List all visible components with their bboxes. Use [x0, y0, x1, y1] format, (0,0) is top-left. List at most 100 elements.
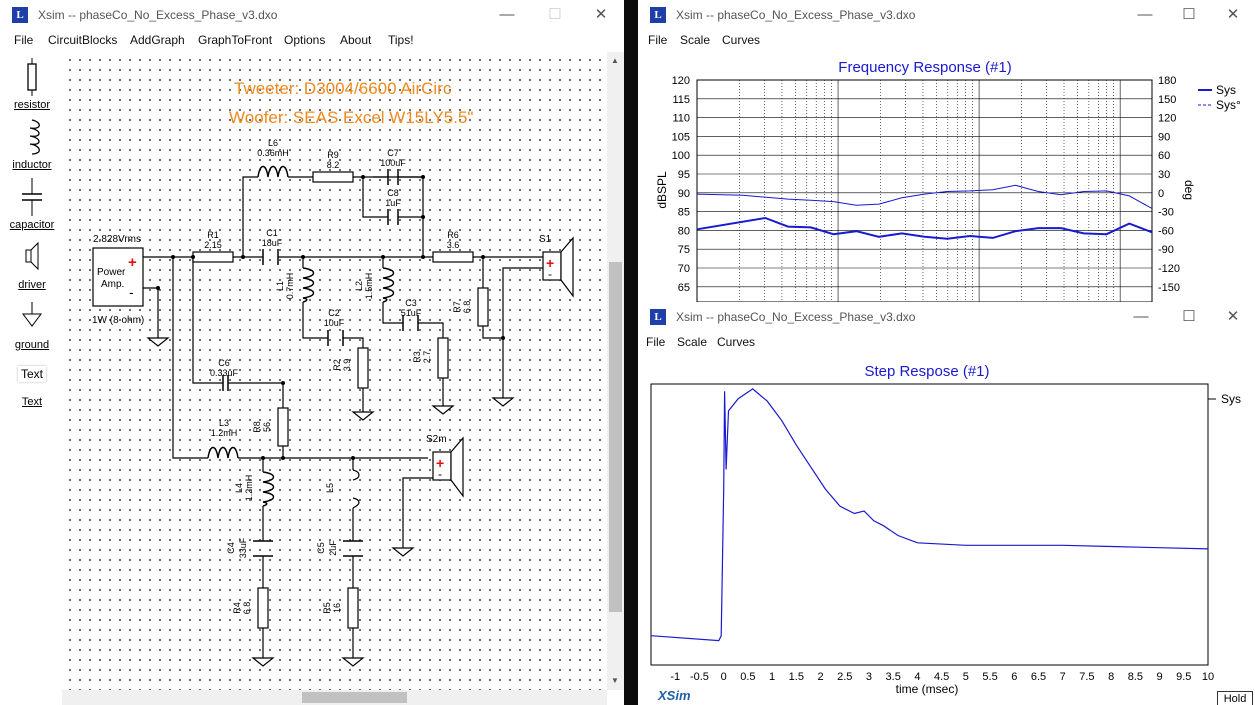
vertical-scrollbar[interactable]: ▲ ▼ [607, 52, 624, 690]
R8-name: R8 [252, 421, 262, 433]
freq-ytick-right: -150 [1158, 282, 1180, 294]
tool-text[interactable]: Text [0, 396, 64, 408]
R9-name: R9 [327, 150, 339, 160]
R7-value: 6.8 [462, 301, 472, 314]
C8-value: 1uF [385, 198, 401, 208]
hold-button[interactable]: Hold [1217, 691, 1253, 705]
freq-ytick-left: 95 [678, 169, 690, 181]
minimize-button[interactable]: — [499, 6, 515, 23]
step-menu-scale[interactable]: Scale [677, 335, 708, 349]
schematic-canvas[interactable]: + - + - + - Tweeter: D3004/6600 AirCirc … [62, 52, 607, 692]
freq-ytick-left: 85 [678, 207, 690, 219]
menu-circuitblocks[interactable]: CircuitBlocks [48, 33, 118, 47]
freq-ytick-left: 100 [672, 150, 690, 162]
step-title-bar[interactable]: L Xsim -- phaseCo_No_Excess_Phase_v3.dxo… [638, 302, 1255, 332]
step-minimize-button[interactable]: — [1133, 308, 1149, 325]
R2-value: 3.9 [342, 359, 352, 372]
freq-ytick-right: -60 [1158, 225, 1174, 237]
step-plot-area [650, 383, 1209, 666]
s1-minus-sign: - [548, 267, 552, 281]
menu-graphtofront[interactable]: GraphToFront [198, 33, 273, 47]
tool-ground-label: ground [14, 339, 50, 351]
freq-ylabel-left: dBSPL [655, 171, 669, 209]
menu-about[interactable]: About [340, 33, 372, 47]
step-maximize-button[interactable]: ☐ [1182, 308, 1196, 325]
component-toolbox: resistor inductor capacitor driver groun… [0, 52, 63, 705]
schematic-title-tweeter: Tweeter: D3004/6600 AirCirc [234, 79, 452, 98]
freq-close-button[interactable]: ✕ [1226, 6, 1240, 23]
step-xtick-label: -0.5 [690, 671, 709, 683]
amp-minus-sign: - [129, 284, 134, 300]
tool-driver[interactable]: driver [0, 238, 64, 291]
step-response-window: L Xsim -- phaseCo_No_Excess_Phase_v3.dxo… [638, 302, 1255, 705]
maximize-button[interactable]: ☐ [548, 6, 562, 23]
C4-value: 33uF [238, 537, 248, 558]
C1-value: 18uF [262, 238, 283, 248]
speaker-icon [25, 241, 39, 271]
freq-ytick-right: 180 [1158, 75, 1176, 87]
amp-plus-sign: + [128, 254, 137, 271]
ground-icon [22, 302, 42, 327]
step-xtick-label: 4 [914, 671, 920, 683]
tool-ground[interactable]: ground [0, 298, 64, 351]
freq-ytick-left: 105 [672, 131, 690, 143]
tool-text-sample[interactable]: Text [0, 366, 64, 382]
R4-value: 6.8 [242, 602, 252, 615]
step-close-button[interactable]: ✕ [1226, 308, 1240, 325]
close-button[interactable]: ✕ [594, 6, 608, 23]
menu-addgraph[interactable]: AddGraph [130, 33, 185, 47]
L3-value: 1.2mH [211, 428, 238, 438]
step-menu-file[interactable]: File [646, 335, 666, 349]
L6-name: L6 [268, 138, 278, 148]
menu-tips[interactable]: Tips! [388, 33, 414, 47]
horizontal-scrollbar[interactable] [62, 690, 607, 705]
freq-minimize-button[interactable]: — [1137, 6, 1153, 23]
scroll-down-icon[interactable]: ▼ [611, 676, 619, 685]
freq-menu-scale[interactable]: Scale [680, 33, 711, 47]
step-xtick-label: 7.5 [1079, 671, 1094, 683]
freq-plot-area [696, 79, 1153, 302]
R3-value: 2.7 [422, 351, 432, 364]
freq-ytick-right: 60 [1158, 150, 1170, 162]
step-menu-curves[interactable]: Curves [717, 335, 756, 349]
s2-minus-sign: - [438, 467, 442, 481]
freq-title-bar[interactable]: L Xsim -- phaseCo_No_Excess_Phase_v3.dxo… [638, 0, 1255, 30]
freq-menu-file[interactable]: File [648, 33, 668, 47]
freq-ytick-right: 0 [1158, 188, 1164, 200]
freq-ytick-right: 150 [1158, 94, 1176, 106]
L2-name: L2 [354, 281, 364, 291]
title-bar[interactable]: L Xsim -- phaseCo_No_Excess_Phase_v3.dxo… [0, 0, 624, 30]
power-amp-block [92, 247, 144, 307]
freq-menu-curves[interactable]: Curves [722, 33, 761, 47]
step-legend-sys: Sys [1221, 392, 1241, 406]
freq-ytick-left: 115 [672, 94, 690, 106]
capacitor-icon [22, 178, 42, 216]
C2-value: 10uF [324, 318, 345, 328]
C8-name: C8 [387, 188, 399, 198]
R1-name: R1 [207, 230, 219, 240]
tool-resistor[interactable]: resistor [0, 58, 64, 111]
menu-file[interactable]: File [14, 33, 34, 47]
R3-name: R3 [412, 351, 422, 363]
horizontal-scroll-thumb[interactable] [302, 692, 407, 703]
C6-value: 0.33uF [210, 368, 239, 378]
scroll-up-icon[interactable]: ▲ [611, 56, 619, 65]
freq-ytick-left: 80 [678, 225, 690, 237]
tool-inductor[interactable]: inductor [0, 118, 64, 171]
L5-name: L5 [325, 483, 335, 493]
R4-name: R4 [232, 602, 242, 614]
freq-maximize-button[interactable]: ☐ [1182, 6, 1196, 23]
legend-sys: Sys [1216, 83, 1236, 97]
R6-name: R6 [447, 230, 459, 240]
step-xtick-label: 2 [817, 671, 823, 683]
legend-phase: Sys° [1216, 98, 1241, 112]
freq-ylabel-right: deg [1182, 180, 1196, 200]
step-xtick-label: 5 [963, 671, 969, 683]
R2-name: R2 [332, 359, 342, 371]
menu-options[interactable]: Options [284, 33, 326, 47]
freq-series-phase [696, 184, 1153, 209]
vertical-scroll-thumb[interactable] [609, 262, 622, 612]
freq-ytick-left: 90 [678, 188, 690, 200]
tool-capacitor[interactable]: capacitor [0, 178, 64, 231]
